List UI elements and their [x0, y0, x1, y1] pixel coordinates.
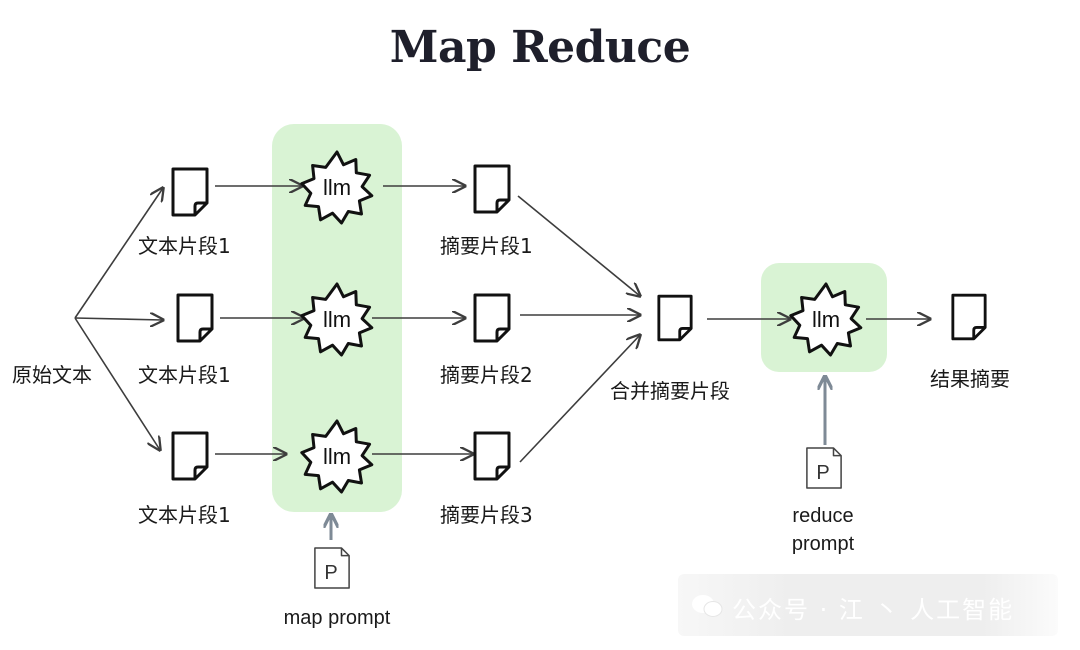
map-prompt-label: map prompt: [284, 607, 391, 629]
llm-node-2: llm: [300, 282, 374, 357]
reduce-prompt-label-line2: prompt: [792, 533, 855, 555]
watermark-text: 公众号 · 江 丶 人工智能: [732, 596, 1015, 624]
document-icon: [473, 431, 511, 481]
llm-label: llm: [812, 307, 840, 332]
summary-label-3: 摘要片段3: [440, 503, 533, 527]
document-icon: [171, 431, 209, 481]
chunk-label-2: 文本片段1: [138, 363, 231, 387]
document-icon: [171, 167, 209, 217]
llm-node-1: llm: [300, 150, 374, 225]
llm-node-reduce: llm: [789, 282, 863, 357]
prompt-letter: P: [816, 462, 829, 484]
source-text-label: 原始文本: [12, 363, 92, 387]
prompt-letter: P: [324, 562, 337, 584]
summary-label-1: 摘要片段1: [440, 234, 533, 258]
arrow-source-to-chunk-1: [74, 188, 163, 319]
document-icon: [657, 294, 693, 342]
wechat-icon: [692, 595, 723, 617]
arrow-summary3-to-merged: [519, 335, 640, 463]
arrow-source-to-chunk-2: [74, 318, 163, 320]
document-icon: [951, 293, 987, 341]
document-icon: [473, 293, 511, 343]
llm-label: llm: [323, 444, 351, 469]
merged-summary-label: 合并摘要片段: [610, 379, 730, 403]
map-prompt-node: P: [314, 547, 350, 589]
result-summary-label: 结果摘要: [930, 367, 1010, 391]
summary-label-2: 摘要片段2: [440, 363, 533, 387]
chunk-label-3: 文本片段1: [138, 503, 231, 527]
chunk-label-1: 文本片段1: [138, 234, 231, 258]
reduce-prompt-label-line1: reduce: [792, 505, 853, 527]
arrow-source-to-chunk-3: [74, 317, 160, 450]
document-icon: [176, 293, 214, 343]
arrow-summary1-to-merged: [517, 195, 640, 296]
llm-label: llm: [323, 175, 351, 200]
llm-label: llm: [323, 307, 351, 332]
document-icon: [473, 164, 511, 214]
llm-node-3: llm: [300, 419, 374, 494]
page-title: Map Reduce: [389, 22, 691, 73]
reduce-prompt-node: P: [806, 447, 842, 489]
watermark-background: [678, 574, 1058, 636]
